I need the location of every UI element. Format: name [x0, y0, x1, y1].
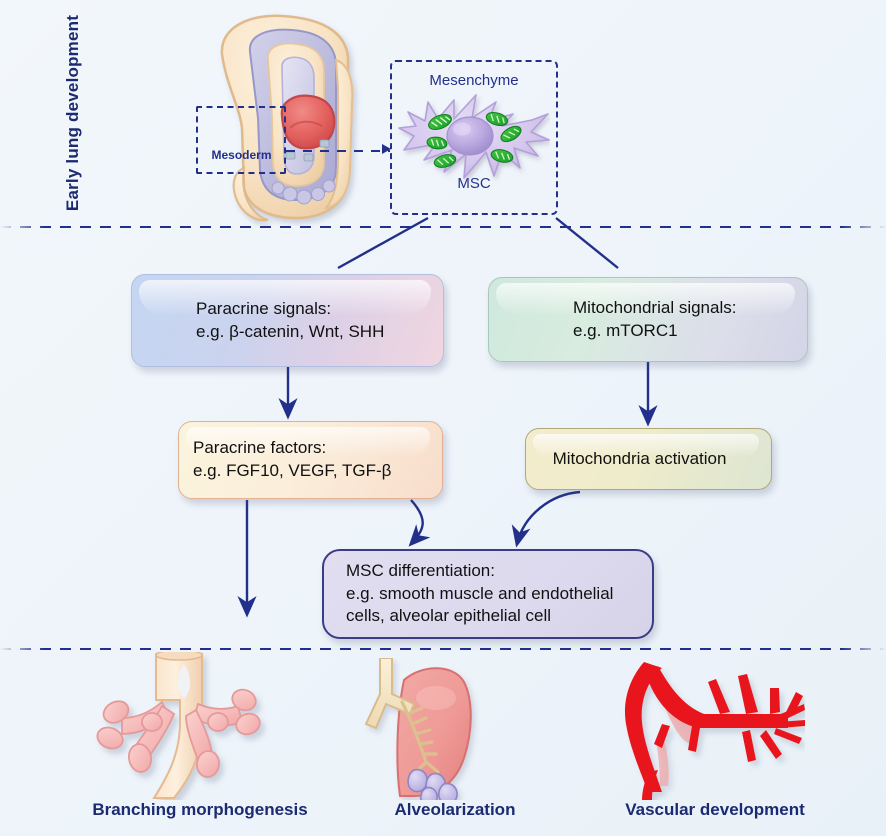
box-paracrine-signals[interactable]: Paracrine signals: e.g. β-catenin, Wnt, …	[131, 274, 444, 367]
mesenchyme-dashed-box	[390, 60, 558, 215]
caption-alveolarization: Alveolarization	[394, 800, 516, 819]
section-label-early-lung-development: Early lung development	[58, 8, 88, 218]
mesoderm-dashed-box	[196, 106, 286, 174]
vascular-tree-icon	[600, 652, 805, 800]
msc-differentiation-line1: MSC differentiation:	[346, 560, 495, 580]
divider-top	[0, 226, 886, 228]
mesenchyme-label: Mesenchyme	[429, 72, 519, 89]
msc-differentiation-line2: e.g. smooth muscle and endothelial	[346, 583, 614, 603]
box-paracrine-factors[interactable]: Paracrine factors: e.g. FGF10, VEGF, TGF…	[178, 421, 443, 499]
paracrine-signals-line1: Paracrine signals:	[196, 298, 332, 318]
mesoderm-label: Mesoderm	[211, 148, 272, 162]
branching-airway-icon	[92, 649, 310, 800]
box-mitochondrial-signals[interactable]: Mitochondrial signals: e.g. mTORC1	[488, 277, 808, 362]
box-mitochondria-activation[interactable]: Mitochondria activation	[525, 428, 772, 490]
mesoderm-connector-arrowhead	[382, 144, 391, 154]
section-label-text: Early lung development	[63, 14, 83, 212]
paracrine-factors-line2: e.g. FGF10, VEGF, TGF-β	[193, 461, 392, 480]
lung-lobe-alveoli-icon	[352, 657, 527, 807]
paracrine-factors-line1: Paracrine factors:	[193, 438, 327, 458]
caption-branching-morphogenesis: Branching morphogenesis	[92, 800, 308, 819]
mitochondria-activation-line1: Mitochondria activation	[552, 448, 727, 468]
caption-vascular-development: Vascular development	[625, 800, 805, 819]
msc-differentiation-line3: cells, alveolar epithelial cell	[346, 606, 552, 626]
msc-label: MSC	[457, 175, 491, 192]
mesoderm-to-cell-connector	[286, 150, 390, 152]
box-msc-differentiation[interactable]: MSC differentiation: e.g. smooth muscle …	[322, 549, 654, 639]
paracrine-signals-line2: e.g. β-catenin, Wnt, SHH	[196, 321, 385, 341]
mitochondrial-signals-line2: e.g. mTORC1	[573, 320, 678, 340]
mesenchymal-stem-cell-icon	[398, 88, 550, 186]
mitochondrial-signals-line1: Mitochondrial signals:	[573, 297, 737, 317]
divider-bottom	[0, 648, 886, 650]
embryo-cross-section-icon	[186, 8, 378, 226]
